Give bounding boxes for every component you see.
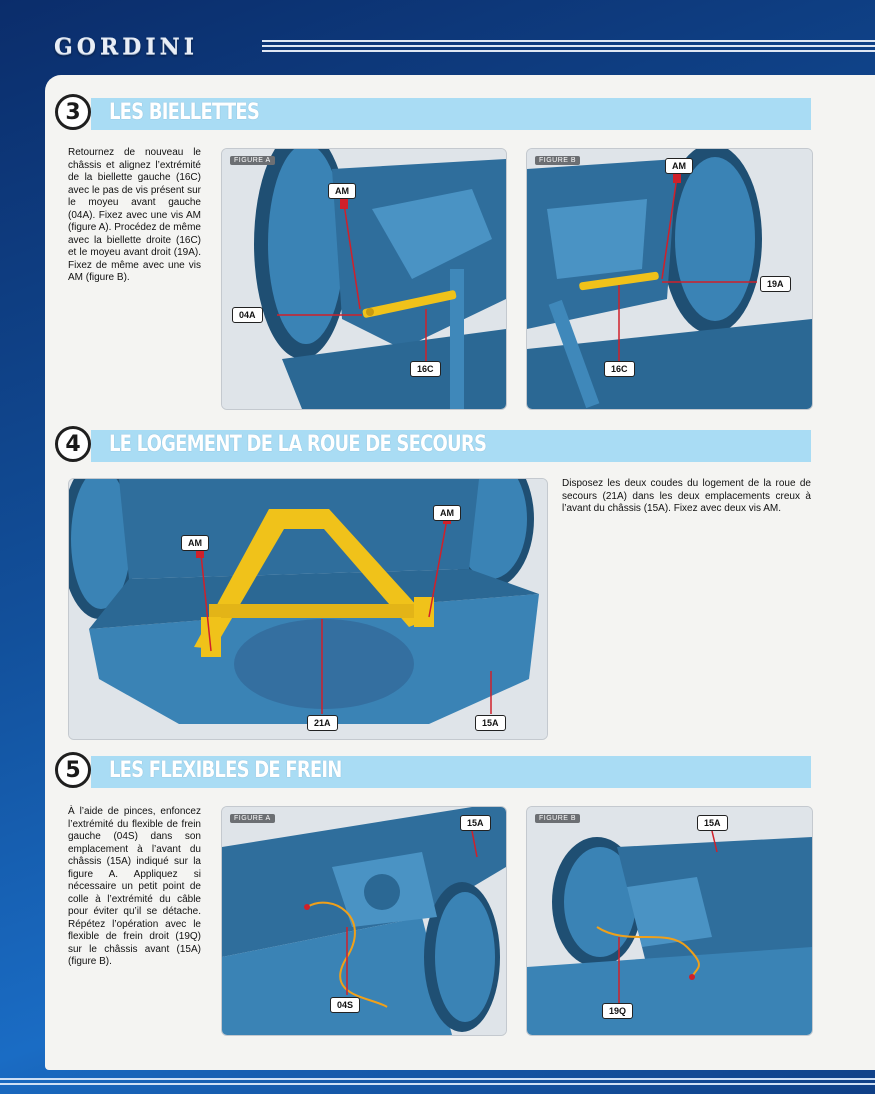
brand-header: GORDINI: [0, 0, 875, 75]
callout-16c: 16C: [604, 361, 635, 377]
section-5-text: À l’aide de pinces, enfoncez l’extrémité…: [68, 806, 201, 967]
callout-21a: 21A: [307, 715, 338, 731]
section-number: 5: [55, 752, 91, 788]
section-title: LES BIELLETTES: [109, 100, 260, 125]
callout-am-right: AM: [433, 505, 461, 521]
brand-stripes: [262, 40, 875, 56]
callout-15a: 15A: [475, 715, 506, 731]
figure-3b: FIGURE B AM 19A 16C: [526, 148, 813, 410]
section-4-header: 4 LE LOGEMENT DE LA ROUE DE SECOURS: [55, 426, 811, 463]
section-band: [91, 430, 811, 462]
figure-tag: FIGURE A: [230, 814, 275, 823]
figure-4: AM AM 21A 15A: [68, 478, 548, 740]
section-number: 4: [55, 426, 91, 462]
figure-5a-illustration: [222, 807, 506, 1035]
bottom-stripes: [0, 1070, 875, 1094]
section-3-header: 3 LES BIELLETTES: [55, 94, 811, 131]
figure-3b-illustration: [527, 149, 812, 409]
section-title: LES FLEXIBLES DE FREIN: [109, 758, 342, 783]
callout-19a: 19A: [760, 276, 791, 292]
callout-am: AM: [665, 158, 693, 174]
callout-04a: 04A: [232, 307, 263, 323]
callout-04s: 04S: [330, 997, 361, 1013]
section-3-text: Retournez de nouveau le châssis et align…: [68, 147, 201, 283]
callout-am: AM: [328, 183, 356, 199]
figure-3a-illustration: [222, 149, 506, 409]
callout-15a: 15A: [697, 815, 728, 831]
figure-5a: FIGURE A 15A 04S: [221, 806, 507, 1036]
figure-4-illustration: [69, 479, 547, 739]
callout-19q: 19Q: [602, 1003, 634, 1019]
section-band: [91, 756, 811, 788]
callout-am-left: AM: [181, 535, 209, 551]
callout-16c: 16C: [410, 361, 441, 377]
figure-tag: FIGURE B: [535, 814, 581, 823]
figure-3a: FIGURE A AM 04A 16C: [221, 148, 507, 410]
brand-logo: GORDINI: [54, 34, 199, 60]
callout-15a: 15A: [460, 815, 491, 831]
section-number: 3: [55, 94, 91, 130]
section-band: [91, 98, 811, 130]
figure-5b: FIGURE B 15A 19Q: [526, 806, 813, 1036]
figure-5b-illustration: [527, 807, 812, 1035]
section-5-header: 5 LES FLEXIBLES DE FREIN: [55, 752, 811, 789]
section-4-text: Disposez les deux coudes du logement de …: [562, 478, 811, 514]
figure-tag: FIGURE B: [535, 156, 581, 165]
section-title: LE LOGEMENT DE LA ROUE DE SECOURS: [109, 432, 487, 457]
figure-tag: FIGURE A: [230, 156, 275, 165]
